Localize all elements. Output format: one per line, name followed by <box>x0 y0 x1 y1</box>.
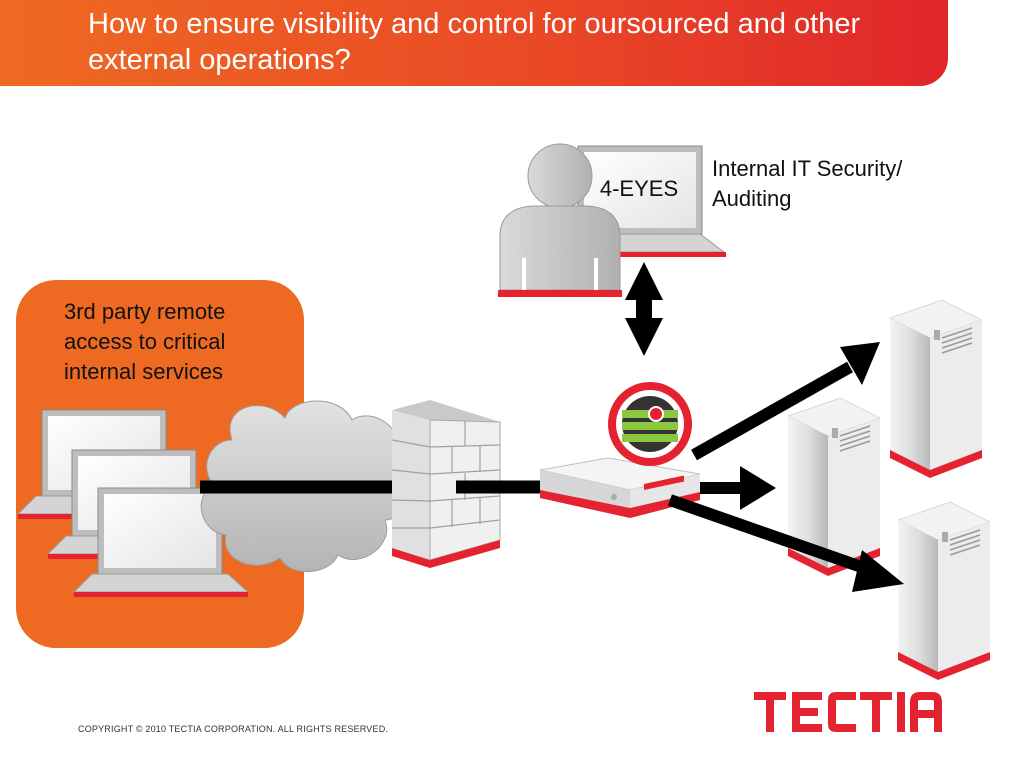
arrow-to-server-icon <box>668 494 904 592</box>
arrow-to-server-icon <box>691 342 880 461</box>
gateway-appliance-icon <box>539 457 701 518</box>
bidirectional-arrow-icon <box>625 262 663 356</box>
auditor-workstation-icon <box>498 143 726 297</box>
copyright-text: COPYRIGHT © 2010 TECTIA CORPORATION. ALL… <box>78 724 389 734</box>
server-icon <box>889 299 983 479</box>
security-auditing-label: Internal IT Security/ Auditing <box>712 156 903 211</box>
third-party-label: 3rd party remote access to critical inte… <box>64 299 226 384</box>
arrow-to-server-icon <box>700 466 776 510</box>
tectia-logo <box>754 692 942 732</box>
server-icon <box>897 501 991 681</box>
header-banner: How to ensure visibility and control for… <box>0 0 948 86</box>
four-eyes-label: 4-EYES <box>599 176 679 201</box>
firewall-icon <box>391 400 501 568</box>
page-title: How to ensure visibility and control for… <box>88 8 861 76</box>
tectia-badge-icon <box>608 382 692 466</box>
